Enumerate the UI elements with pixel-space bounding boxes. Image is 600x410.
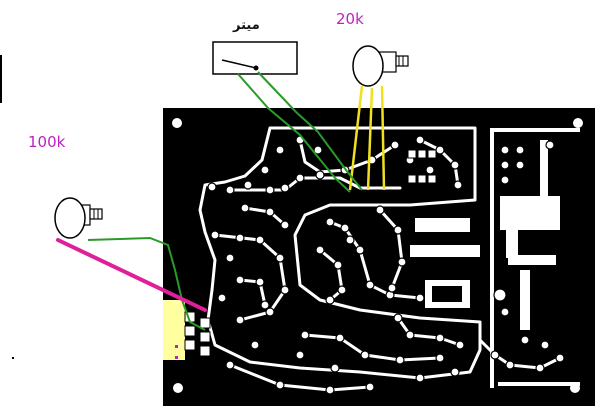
power-trace (508, 255, 556, 265)
mounting-hole (173, 383, 183, 393)
power-trace (520, 270, 530, 330)
mounting-hole (172, 118, 182, 128)
pink-wire (56, 238, 207, 312)
potentiometer-100k-icon (54, 197, 103, 239)
power-trace (540, 140, 548, 200)
connector-marks (175, 345, 178, 359)
left-edge-mark (0, 55, 2, 103)
connector-pads (184, 311, 211, 357)
power-section (410, 128, 580, 388)
power-trace (410, 245, 480, 257)
green-wires (237, 71, 363, 193)
potentiometer-20k-icon (352, 45, 409, 87)
stray-mark (12, 357, 14, 359)
meter-label: ميتر (233, 18, 260, 33)
yellow-wires (348, 85, 386, 191)
pot-100k-label: 100k (28, 133, 66, 151)
green-wire-100k (87, 236, 206, 331)
connector-highlight (163, 300, 185, 360)
power-trace (498, 382, 580, 386)
power-trace (415, 218, 470, 232)
power-trace (490, 128, 494, 388)
power-trace (490, 128, 580, 132)
meter-icon (212, 41, 298, 75)
power-trace (506, 198, 518, 258)
solder-pads (207, 135, 565, 395)
pot-20k-label: 20k (336, 10, 364, 28)
power-trace-cutout (432, 286, 462, 302)
copper-traces (198, 126, 562, 392)
ic-footprint (407, 149, 437, 184)
mounting-hole (573, 118, 583, 128)
